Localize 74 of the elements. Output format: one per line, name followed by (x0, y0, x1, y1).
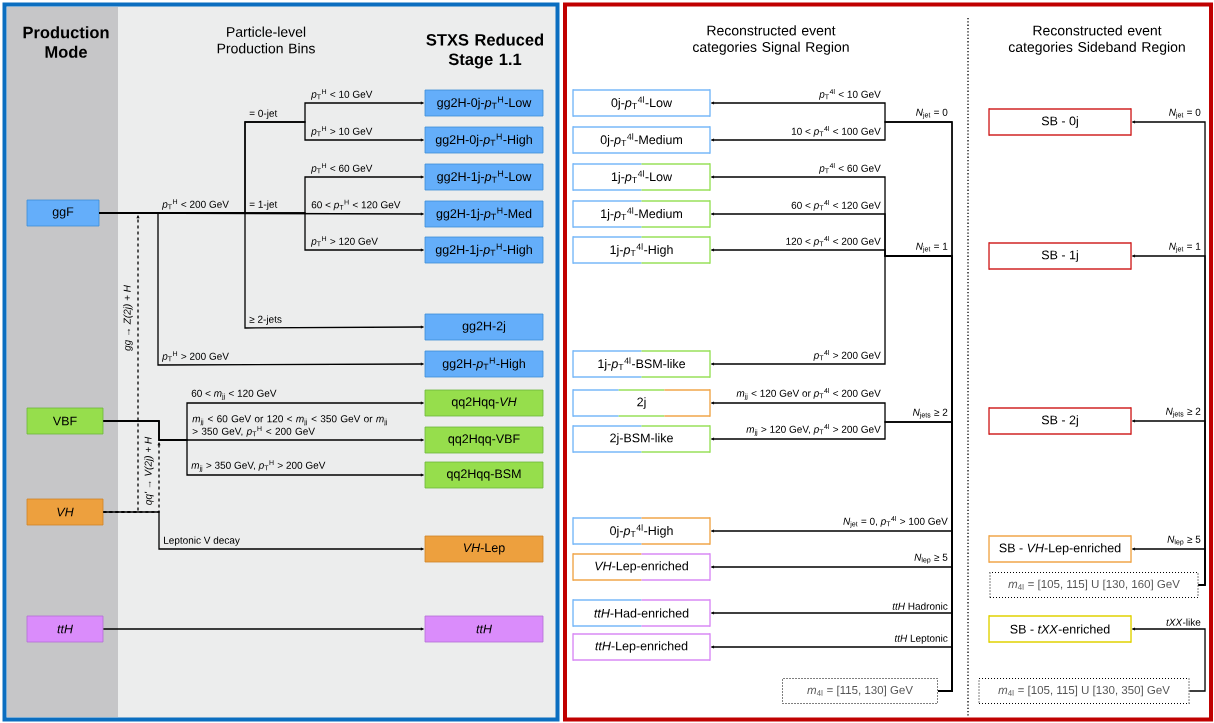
edge-label: p$_{T}$$^{H}$ > 200 GeV (161, 350, 230, 363)
category-box: ttH-Lep-enriched (572, 632, 711, 662)
column-heading: Reconstructed event categories Sideband Region (1008, 25, 1185, 55)
category-box: 2j (572, 388, 711, 418)
arrow (1131, 627, 1206, 692)
category-box: 0j-p$_{T}$$^{4l}$-High (572, 516, 711, 546)
bin-box: qq2Hqq-VBF (424, 426, 544, 454)
edge-label: m$_{jj}$ > 120 GeV, p$_{T}$$^{4l}$ > 200 GeV (745, 423, 882, 437)
bin-box: gg2H-1j-p$_{T}$$^{H}$-High (424, 236, 544, 264)
bin-box: VBF (26, 407, 104, 435)
edge-label: Leptonic V decay (162, 535, 241, 547)
edge-label: qq' → V(2j) + H (143, 435, 155, 507)
edge-label: m$_{jj}$ > 350 GeV, p$_{T}$$^{H}$ > 200 GeV (190, 459, 327, 473)
edge-label: m$_{jj}$ < 60 GeV or 120 < m$_{jj}$ < 350 GeV or m$_{jj}$ > 350 GeV, p$_{T}$$^{H}$ < 200 GeV (191, 414, 394, 438)
arrow (102, 511, 424, 551)
bin-box: qq2Hqq-BSM (424, 461, 544, 489)
mass-window-box: m$_{4l}$ = [105, 115] U [130, 350] GeV (978, 678, 1190, 704)
bin-box: gg2H-0j-p$_{T}$$^{H}$-High (424, 126, 544, 154)
edge-label: p$_{T}$$^{H}$ > 120 GeV (310, 235, 379, 248)
category-box: SB - 1j (988, 241, 1132, 271)
category-box: 1j-p$_{T}$$^{4l}$-Low (572, 162, 711, 192)
edge-label: N$_{jet}$ = 0, p$_{T}$$^{4l}$ > 100 GeV (842, 515, 949, 529)
bin-box: gg2H-2j (424, 313, 544, 341)
edge-label: gg → Z(2j) + H (122, 284, 134, 352)
edge-label: 60 < p$_{T}$$^{4l}$ < 120 GeV (790, 199, 882, 212)
category-box: 0j-p$_{T}$$^{4l}$-Medium (572, 125, 711, 155)
category-box: 1j-p$_{T}$$^{4l}$-BSM-like (572, 349, 711, 379)
branch-label: = 1-jet (248, 199, 279, 211)
arrow (102, 420, 424, 477)
bin-box: gg2H-1j-p$_{T}$$^{H}$-Med (424, 200, 544, 228)
category-box: 2j-BSM-like (572, 424, 711, 454)
category-box: SB - VH-Lep-enriched (988, 534, 1132, 564)
category-box: VH-Lep-enriched (572, 552, 711, 582)
edge-label: tXX-like (1165, 617, 1202, 627)
bin-box: VH (26, 498, 104, 526)
edge-label: p$_{T}$$^{4l}$ < 60 GeV (818, 162, 882, 175)
edge-label: ttH Leptonic (893, 633, 949, 645)
edge-label: 120 < p$_{T}$$^{4l}$ < 200 GeV (784, 235, 882, 248)
bin-box: ttH (26, 615, 104, 643)
category-box: SB - 0j (988, 107, 1132, 137)
edge-label: p$_{T}$$^{H}$ < 60 GeV (310, 162, 374, 175)
category-box: SB - 2j (988, 406, 1132, 436)
bin-box: ttH (424, 615, 544, 643)
arrow (98, 212, 424, 366)
edge-label: p$_{T}$$^{4l}$ > 200 GeV (812, 349, 882, 362)
category-box: 1j-p$_{T}$$^{4l}$-Medium (572, 199, 711, 229)
branch-label: = 0-jet (248, 108, 279, 120)
bin-box: gg2H-0j-p$_{T}$$^{H}$-Low (424, 89, 544, 117)
edge-label: p$_{T}$$^{H}$ < 10 GeV (310, 88, 374, 101)
arrow (710, 645, 953, 692)
category-box: ttH-Had-enriched (572, 598, 711, 628)
edge-label: ≥ 2-jets (248, 314, 283, 326)
edge-label: p$_{T}$$^{4l}$ < 10 GeV (818, 88, 882, 101)
category-box: 0j-p$_{T}$$^{4l}$-Low (572, 88, 711, 118)
edge-label: ttH Hadronic (891, 601, 949, 611)
branch-label: p$_{T}$$^{H}$ < 200 GeV (161, 198, 230, 211)
column-heading: Reconstructed event categories Signal Region (693, 25, 849, 55)
category-box: SB - tXX-enriched (988, 614, 1132, 644)
bin-box: gg2H-p$_{T}$$^{H}$-High (424, 350, 544, 378)
bin-box: ggF (26, 199, 100, 227)
column-heading: Production Mode (23, 26, 109, 58)
column-heading: Particle-level Production Bins (217, 26, 315, 54)
bin-box: gg2H-1j-p$_{T}$$^{H}$-Low (424, 163, 544, 191)
arrow (1131, 547, 1206, 586)
column-heading: STXS Reduced Stage 1.1 (426, 33, 544, 69)
edge-label: 10 < p$_{T}$$^{4l}$ < 100 GeV (790, 125, 882, 138)
edge-label: p$_{T}$$^{H}$ > 10 GeV (310, 125, 374, 138)
mass-window-box: m$_{4l}$ = [115, 130] GeV (782, 678, 938, 704)
bin-box: qq2Hqq-VH (424, 389, 544, 417)
edge-label: m$_{jj}$ < 120 GeV or p$_{T}$$^{4l}$ < 200 GeV (735, 387, 882, 401)
category-box: 1j-p$_{T}$$^{4l}$-High (572, 235, 711, 265)
bin-box: VH-Lep (424, 535, 544, 563)
mass-window-box: m$_{4l}$ = [105, 115] U [130, 160] GeV (989, 572, 1199, 598)
arrow (102, 627, 424, 631)
